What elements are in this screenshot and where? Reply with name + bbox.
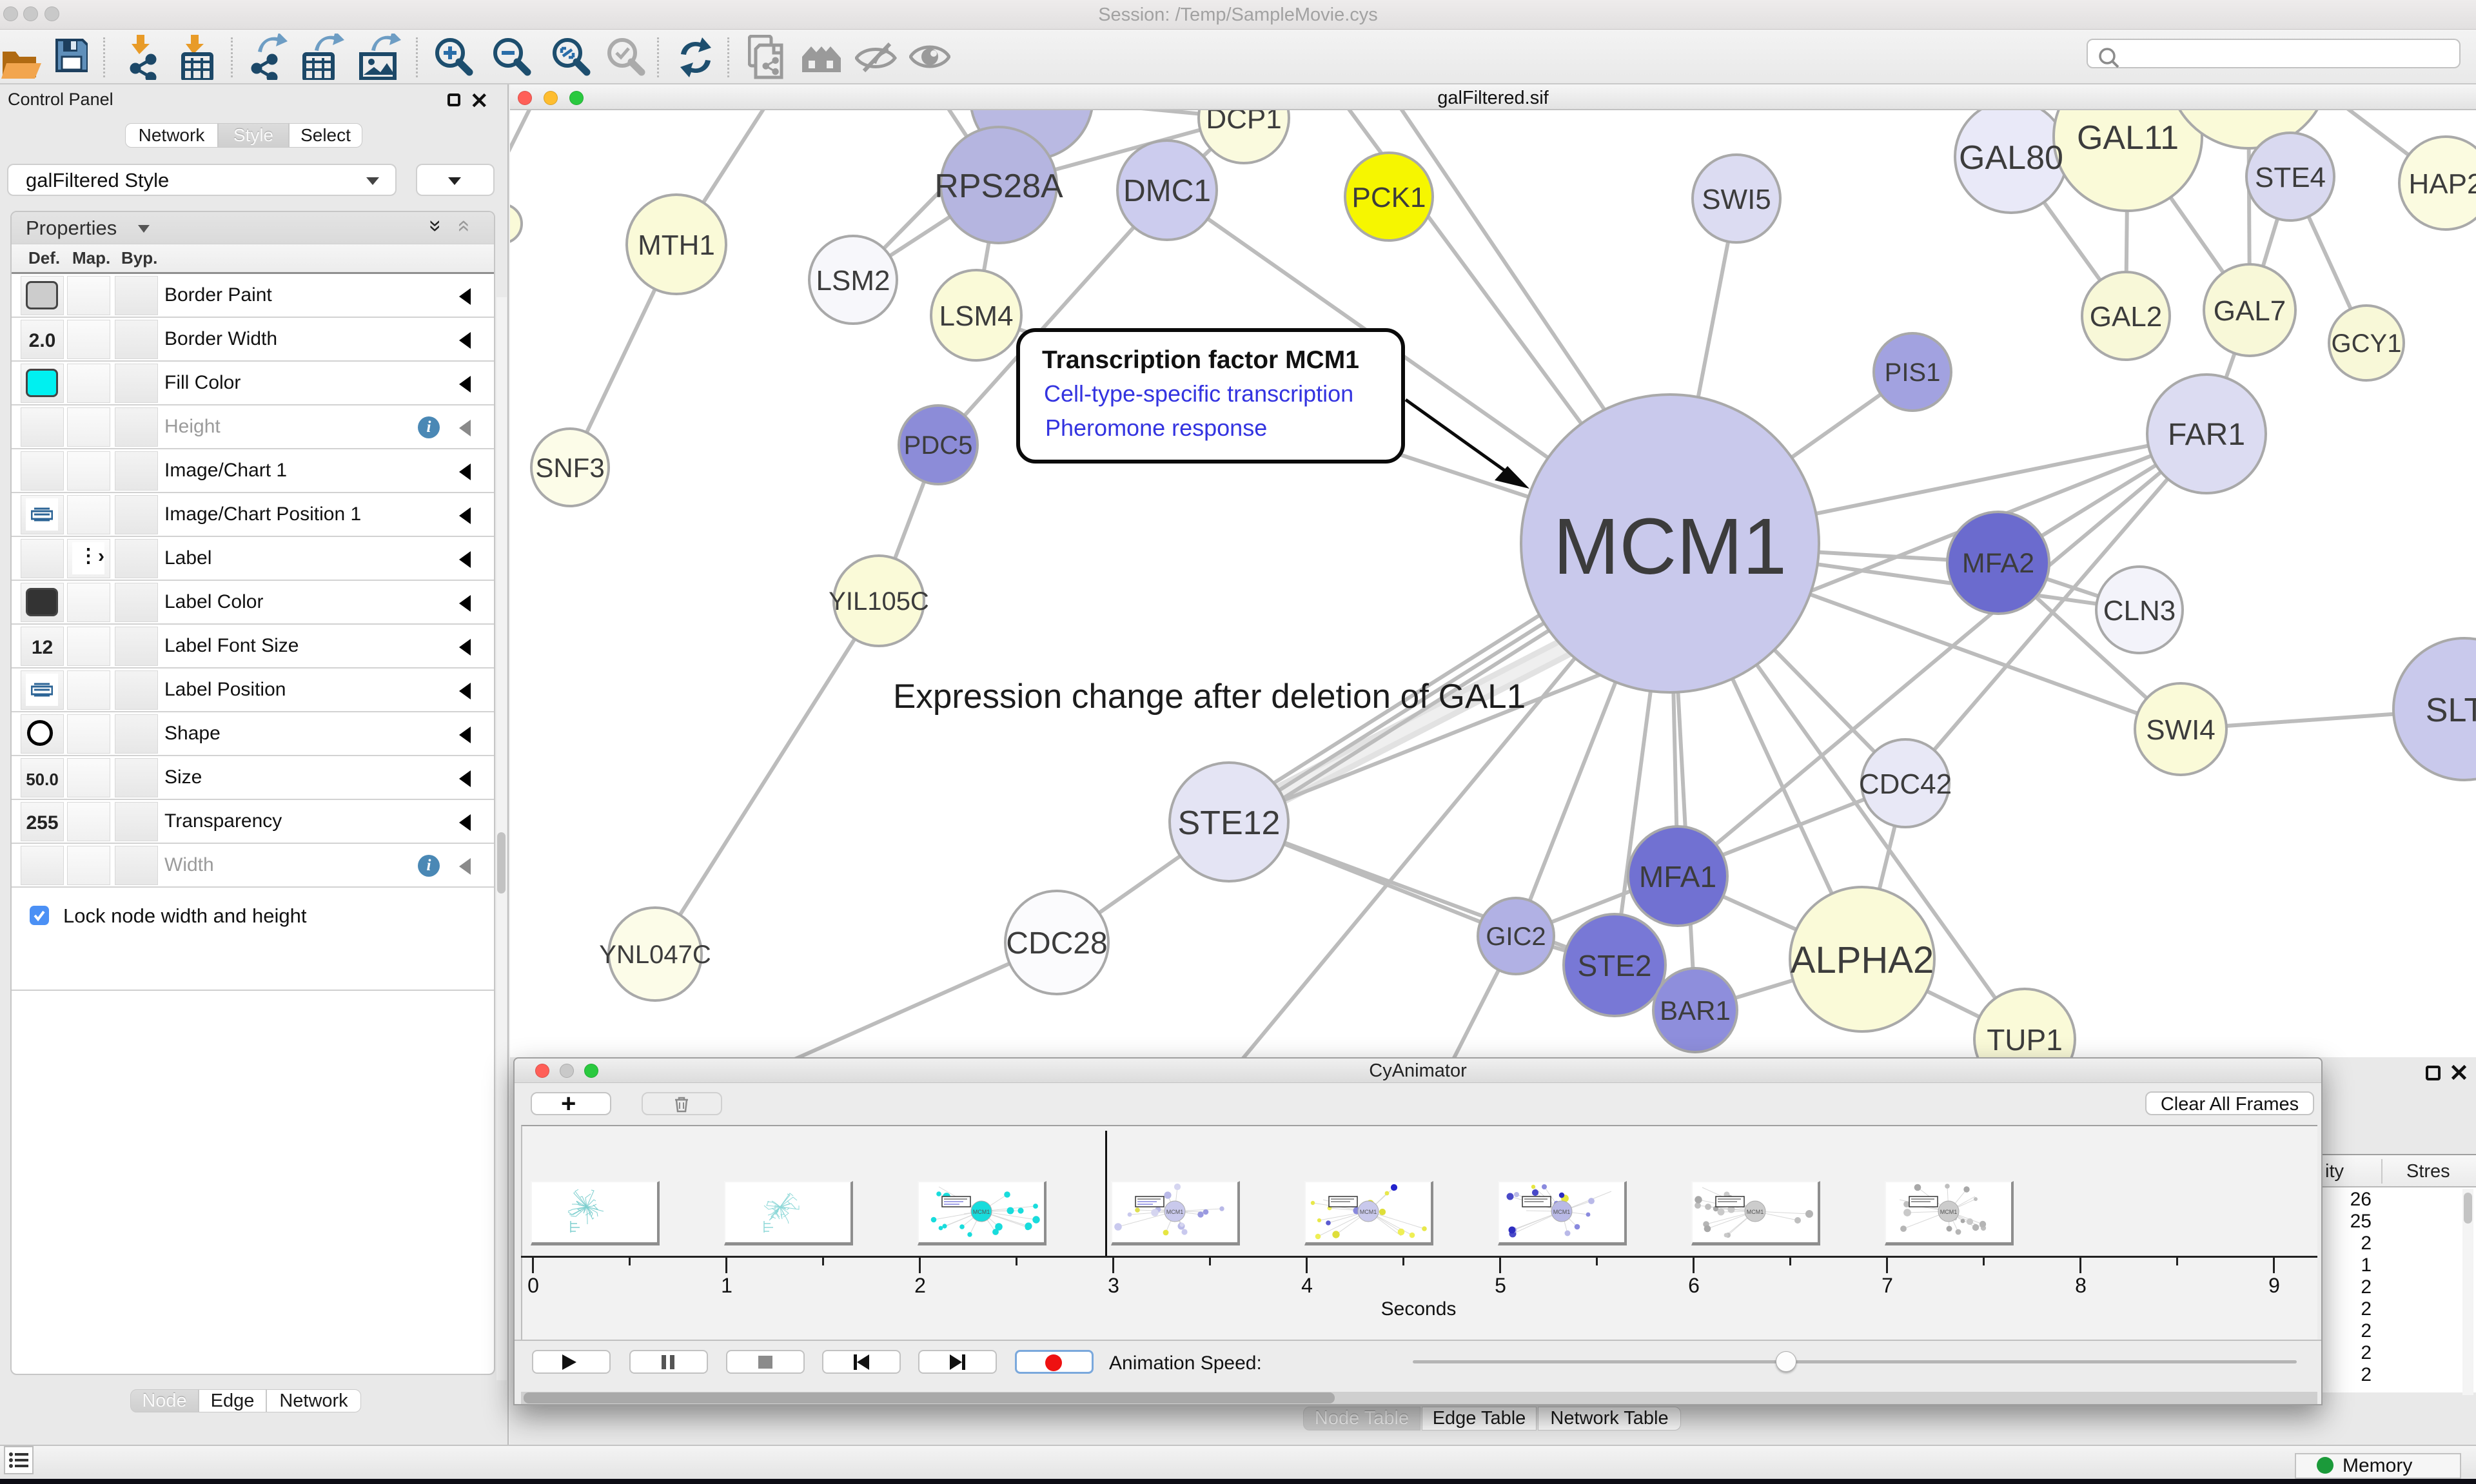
svg-text:SNF3: SNF3 [535, 453, 604, 483]
svg-text:YIL105C: YIL105C [829, 587, 929, 616]
svg-text:SLT2: SLT2 [2426, 692, 2476, 729]
svg-text:GAL7: GAL7 [2214, 295, 2286, 327]
svg-text:GIC2: GIC2 [1486, 923, 1546, 951]
svg-text:SWI5: SWI5 [1702, 184, 1771, 215]
svg-text:Transcription factor MCM1: Transcription factor MCM1 [1042, 346, 1359, 374]
svg-text:YNL047C: YNL047C [599, 941, 711, 969]
svg-text:PCK1: PCK1 [1352, 182, 1426, 213]
svg-text:GAL2: GAL2 [2090, 301, 2163, 333]
svg-text:MCM1: MCM1 [1747, 1209, 1764, 1215]
svg-text:PDC5: PDC5 [904, 431, 973, 460]
svg-text:HAP2: HAP2 [2409, 168, 2476, 200]
svg-text:MCM1: MCM1 [1553, 503, 1787, 591]
svg-text:DMC1: DMC1 [1123, 174, 1211, 208]
svg-text:RPS28A: RPS28A [934, 168, 1063, 205]
svg-text:Cell-type-specific transcripti: Cell-type-specific transcription [1044, 380, 1353, 407]
svg-text:MTH1: MTH1 [638, 229, 715, 261]
svg-text:MCM1: MCM1 [1360, 1209, 1377, 1215]
svg-text:Pheromone response: Pheromone response [1045, 415, 1267, 441]
svg-text:MCM1: MCM1 [1166, 1209, 1184, 1215]
svg-text:BAR1: BAR1 [1660, 995, 1731, 1026]
svg-text:GAL11: GAL11 [2077, 119, 2179, 157]
svg-text:TUP1: TUP1 [1987, 1023, 2063, 1057]
svg-text:LSM2: LSM2 [816, 265, 890, 297]
svg-text:CDC42: CDC42 [1859, 768, 1952, 800]
svg-text:PIS1: PIS1 [1885, 358, 1941, 387]
svg-text:CDC28: CDC28 [1006, 926, 1107, 961]
svg-text:MFA2: MFA2 [1962, 548, 2034, 579]
svg-text:Expression change after deleti: Expression change after deletion of GAL1 [893, 678, 1526, 716]
svg-text:MCM1: MCM1 [973, 1209, 990, 1215]
svg-text:SWI4: SWI4 [2146, 714, 2216, 746]
svg-text:MCM1: MCM1 [1553, 1209, 1571, 1215]
svg-text:STE2: STE2 [1577, 949, 1651, 982]
svg-text:MFA1: MFA1 [1639, 860, 1716, 893]
svg-text:FAR1: FAR1 [2168, 418, 2245, 452]
svg-text:GCY1: GCY1 [2332, 329, 2402, 358]
svg-text:GAL80: GAL80 [1959, 139, 2063, 177]
svg-text:DCP1: DCP1 [1206, 110, 1281, 135]
svg-text:ALPHA2: ALPHA2 [1791, 939, 1934, 981]
svg-text:MCM1: MCM1 [1940, 1209, 1958, 1215]
svg-text:STE4: STE4 [2255, 162, 2326, 193]
svg-text:LSM4: LSM4 [939, 300, 1014, 332]
svg-text:CLN3: CLN3 [2103, 595, 2176, 627]
svg-text:STE12: STE12 [1178, 805, 1281, 842]
